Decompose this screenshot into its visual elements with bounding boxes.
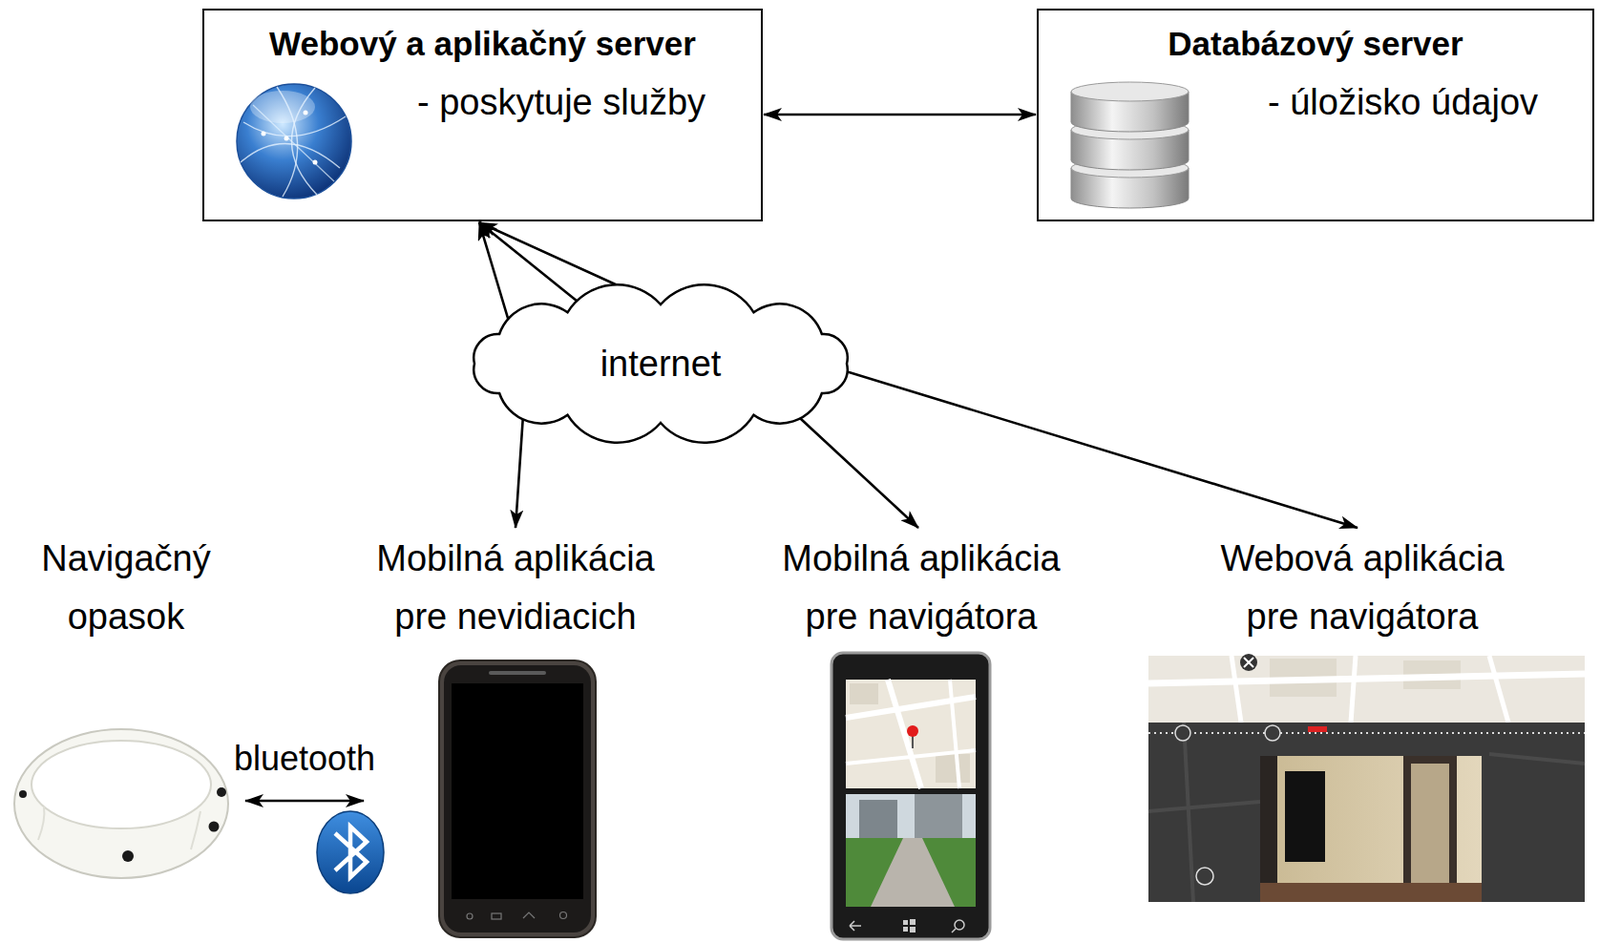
belt-button [209,821,220,833]
map-street [887,679,922,789]
room-shadow [1260,756,1278,903]
belt-picture [14,729,229,879]
bluetooth-rune [335,826,367,878]
phone-screen [451,683,584,900]
map-street [949,679,960,789]
pause-icon [1196,867,1214,885]
compass-icon [1240,653,1258,672]
street-photo [845,794,976,907]
map-block [935,754,970,783]
internet-cloud: internet [448,276,873,451]
phone-button [523,912,535,919]
globe-dot [261,131,267,137]
phone-bezel [443,665,591,933]
phone-body [831,652,990,940]
web-app-screenshot [1148,653,1585,903]
cloud-shape [473,284,847,443]
belt-button [216,787,227,798]
room-tv [1284,771,1326,863]
globe-line [252,105,335,182]
phone-button [491,913,502,920]
pause-icon [1264,725,1281,741]
phone-button [951,928,956,933]
photo-building [914,794,963,839]
bluetooth-badge [316,811,384,894]
phone-button [560,912,568,920]
phone-button [466,913,473,920]
belt-button [122,850,134,863]
map-street [1148,673,1585,684]
cloud-label: internet [600,340,722,387]
database-icon [1071,82,1189,209]
room-door-frame [1403,756,1457,903]
component-label: Mobilná aplikácia pre nevidiacich [372,529,659,647]
node-text: - úložisko údajov [1267,79,1579,126]
pause-icon [1175,725,1191,741]
belt-inner [31,740,211,829]
phone-speaker [488,671,547,675]
belt-seam [38,806,44,841]
phone-button [954,920,965,930]
dark-street [1489,754,1585,764]
node-title: Databázový server [1052,22,1579,65]
heading-mark [1307,726,1327,733]
map-pin [906,725,919,737]
belt-button [19,790,27,799]
globe-dot [313,160,318,166]
edge-label: bluetooth [230,737,379,780]
map-street [845,696,976,718]
globe-line [291,87,317,195]
component-item: Webová aplikácia pre navigátora [1137,529,1587,907]
globe-dot [284,136,290,142]
database-box: Databázový server - úložisko údajov [1036,8,1595,222]
phone-button [849,921,862,931]
photo-path [870,838,955,907]
component-item: Navigačný opasok [7,529,245,893]
dark-street [1148,801,1261,812]
globe-icon [236,84,352,199]
dark-map [1148,722,1585,903]
component-item: Mobilná aplikácia pre nevidiacich [364,529,667,941]
globe-body [236,84,352,199]
room-floor [1260,883,1482,903]
photo-building [859,800,898,839]
phone-navigator-picture [831,652,990,940]
component-label: Navigačný opasok [16,529,236,647]
phone-blind-picture [439,660,596,938]
connector-group [245,114,1358,801]
node-title: Webový a aplikačný server [217,22,748,65]
phone-body [439,660,596,938]
database-disk-top [1071,82,1189,102]
room-door [1410,763,1450,903]
map-block [849,683,879,705]
node-text: - poskytuje služby [417,79,748,126]
map-street [1231,655,1242,723]
camera-view [1260,756,1482,903]
component-label: Mobilná aplikácia pre navigátora [773,529,1070,647]
belt-band [14,729,229,879]
globe-dot [303,110,309,116]
map-street [1350,655,1356,723]
globe-line [276,86,298,197]
component-label: Webová aplikácia pre navigátora [1209,529,1516,647]
map-street [1489,655,1509,723]
dark-street [1183,722,1194,903]
map-view [845,679,976,789]
photo-grass [845,838,976,907]
phone-button [903,919,916,933]
belt-seam [190,811,201,850]
globe-line [240,143,340,169]
server-box: Webový a aplikačný server - poskytuje slu… [202,8,763,222]
heading-scale [1148,732,1585,735]
connector-arrow [245,800,364,803]
connector-arrow [763,113,1036,117]
component-item: Mobilná aplikácia pre navigátora [765,529,1077,941]
bluetooth-icon [316,811,384,894]
compass-icon [1243,657,1254,668]
map-band [1148,655,1585,723]
